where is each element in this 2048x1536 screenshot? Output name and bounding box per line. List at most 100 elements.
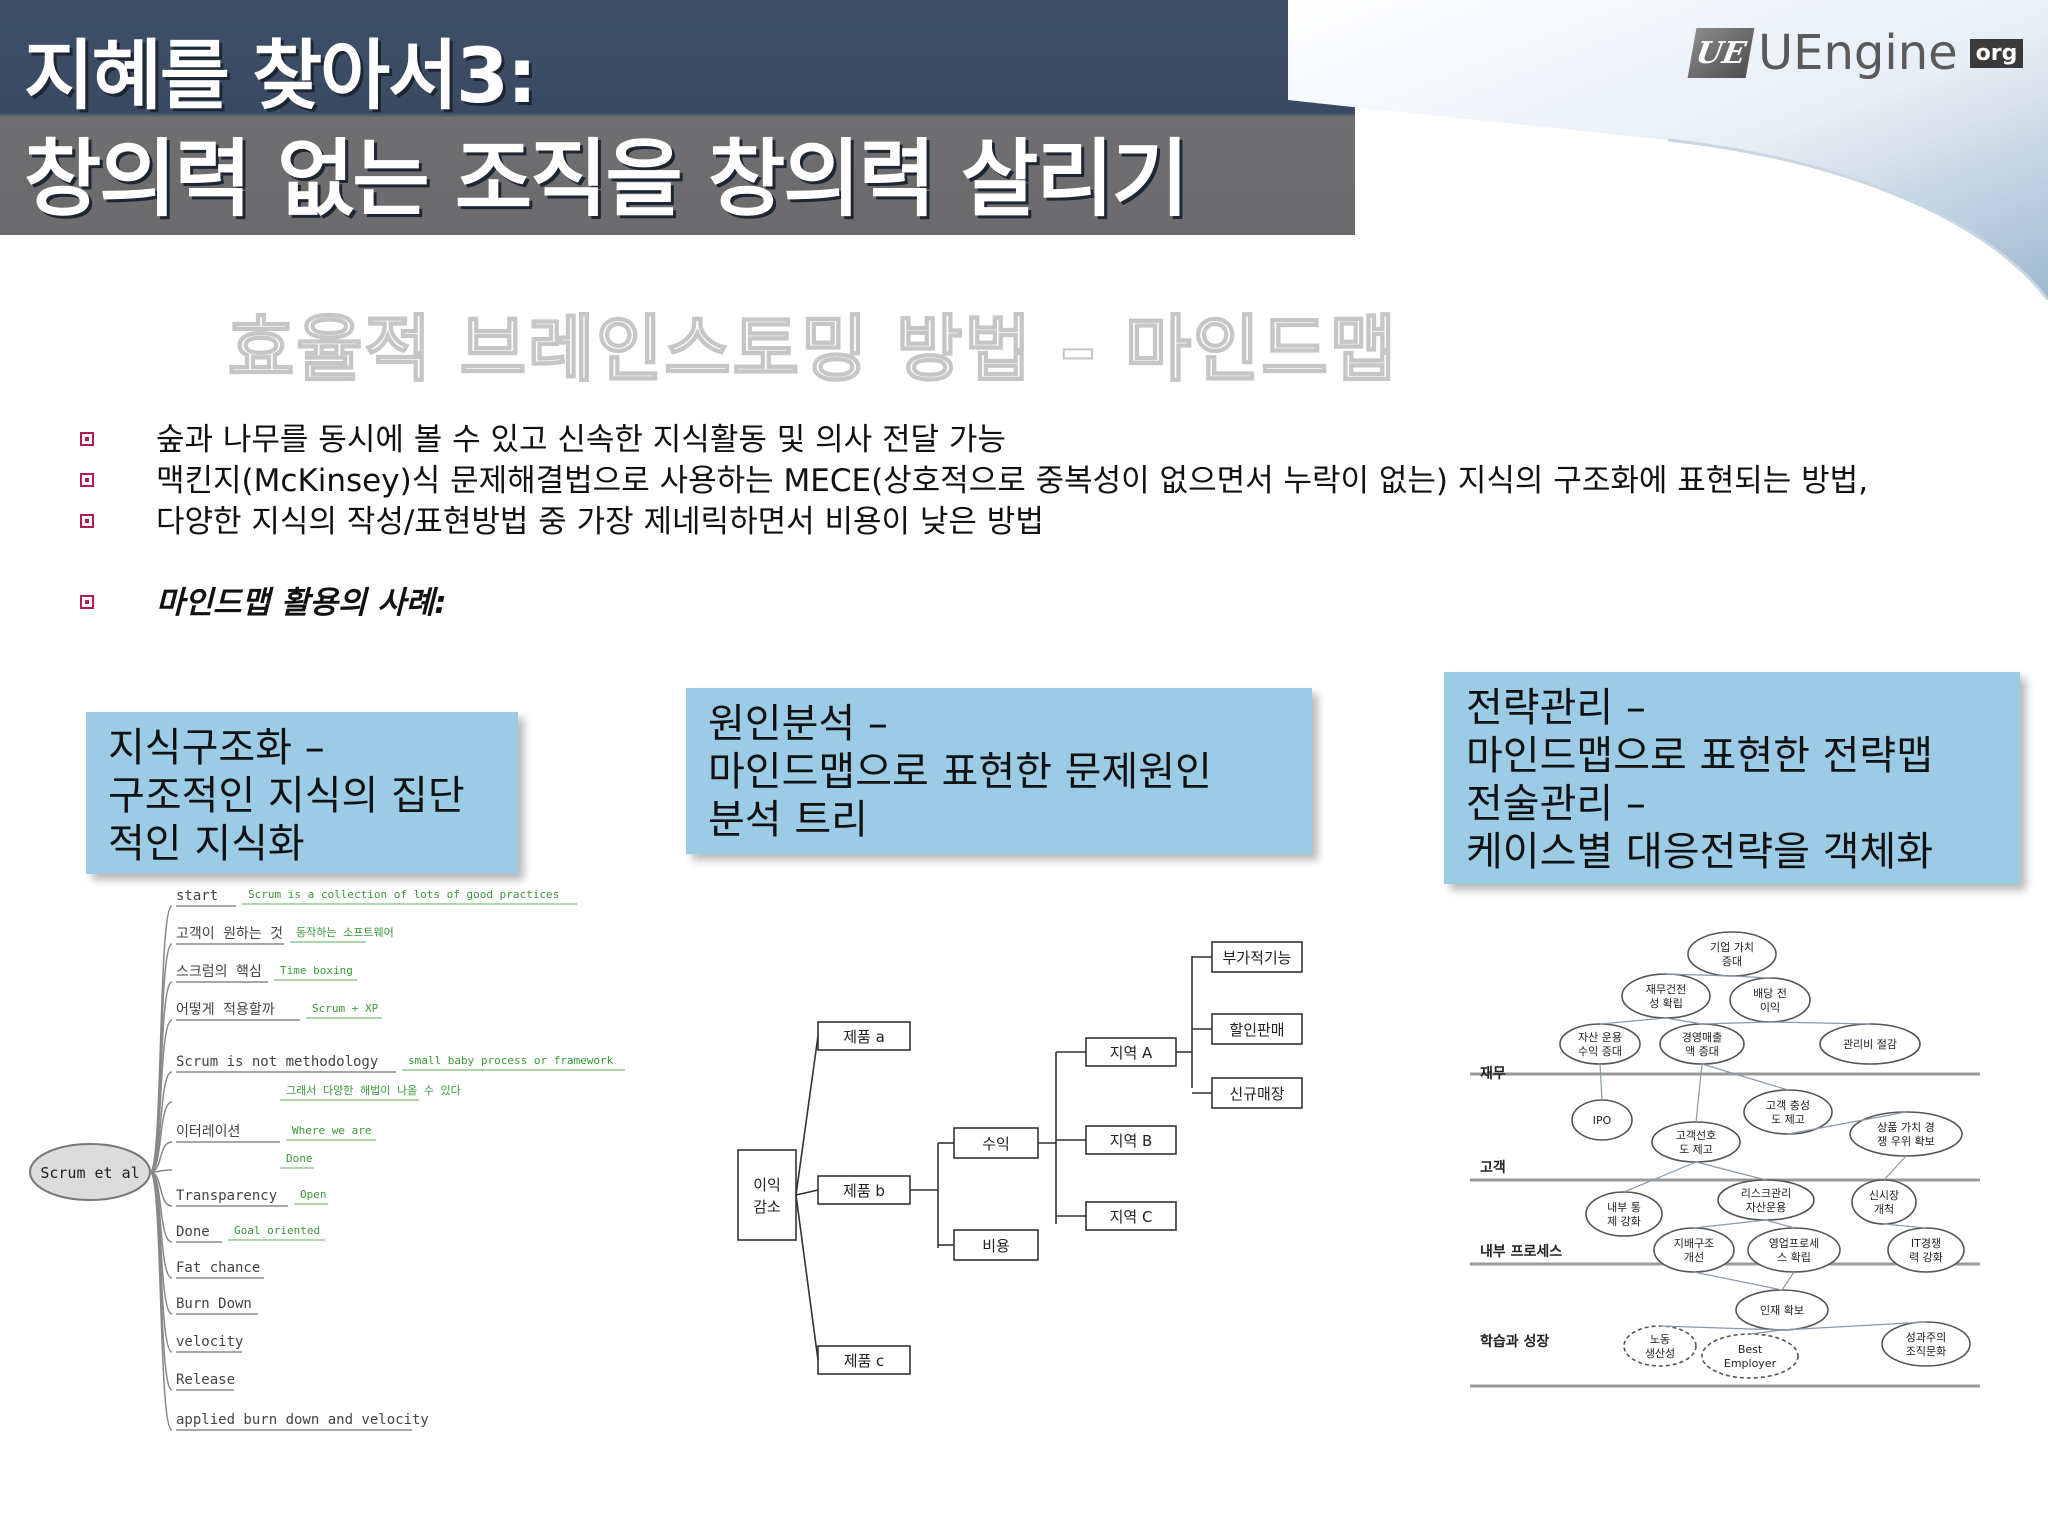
callout-line: 분석 트리 xyxy=(708,797,868,843)
mindmap-note: 그래서 다양한 해법이 나올 수 있다 xyxy=(286,1083,461,1097)
strategy-node-label: 력 강화 xyxy=(1909,1251,1943,1264)
strategy-node-label: 관리비 절감 xyxy=(1843,1038,1897,1051)
mindmap-branch-line xyxy=(149,1019,173,1173)
strategy-node-label: Employer xyxy=(1724,1357,1777,1370)
strategy-node-label: 스 확립 xyxy=(1777,1251,1811,1264)
strategy-link xyxy=(1693,1219,1767,1229)
callout-line: 지식구조화 – xyxy=(108,725,325,771)
strategy-link xyxy=(1781,1271,1795,1291)
mindmap-note: small baby process or framework xyxy=(408,1054,614,1067)
tree-revenue-label: 수익 xyxy=(982,1135,1010,1153)
tree-factor-label: 할인판매 xyxy=(1229,1021,1284,1039)
tree-root-label: 감소 xyxy=(753,1198,781,1216)
tree-connector xyxy=(795,1035,819,1196)
strategy-link xyxy=(1749,1329,1783,1335)
strategy-node-label: 리스크관리 xyxy=(1741,1187,1792,1200)
callout-line: 마인드맵으로 표현한 전략맵 xyxy=(1466,733,1934,779)
mindmap-branch-label: Done xyxy=(176,1224,210,1240)
mindmap-note: 동작하는 소프트웨어 xyxy=(296,925,394,939)
strategy-link xyxy=(1765,1219,1795,1229)
strategy-link xyxy=(1769,1021,1871,1025)
mindmap-branch-line xyxy=(149,1141,173,1173)
strategy-node-label: 영업프로세 xyxy=(1769,1237,1820,1250)
strategy-node xyxy=(1729,977,1811,1023)
bullet-item: 숲과 나무를 동시에 볼 수 있고 신속한 지식활동 및 의사 전달 가능 xyxy=(80,420,2010,461)
strategy-link xyxy=(1599,1017,1667,1025)
strategy-node-label: IPO xyxy=(1593,1114,1612,1127)
tree-region-label: 지역 A xyxy=(1110,1044,1153,1062)
mindmap-note: Done xyxy=(286,1152,313,1165)
callout-strategy-management: 전략관리 – 마인드맵으로 표현한 전략맵 전술관리 – 케이스별 대응전략을 … xyxy=(1444,672,2020,884)
mindmap-note: Time boxing xyxy=(280,964,353,977)
strategy-lane-label: 학습과 성장 xyxy=(1480,1333,1549,1350)
strategy-node xyxy=(1881,1321,1971,1367)
strategy-node xyxy=(1687,931,1777,977)
strategy-link xyxy=(1665,1017,1703,1025)
tree-root-label: 이익 xyxy=(753,1176,781,1194)
tree-connector xyxy=(795,1189,819,1196)
mindmap-branch-line xyxy=(149,1101,173,1173)
strategy-link xyxy=(1665,973,1733,977)
callout-cause-analysis: 원인분석 – 마인드맵으로 표현한 문제원인 분석 트리 xyxy=(686,688,1312,854)
strategy-node-label: 도 제고 xyxy=(1771,1113,1805,1126)
decorative-swoosh xyxy=(1288,0,2048,300)
callout-line: 전략관리 – xyxy=(1466,685,1646,731)
mindmap-branch-label: 어떻게 적용할까 xyxy=(176,1002,275,1018)
bullet-marker-icon xyxy=(80,473,94,487)
callout-line: 적인 지식화 xyxy=(108,821,305,867)
strategy-lane-label: 고객 xyxy=(1480,1159,1506,1176)
strategy-node xyxy=(1623,1325,1697,1367)
bullet-text: 숲과 나무를 동시에 볼 수 있고 신속한 지식활동 및 의사 전달 가능 xyxy=(156,422,1006,458)
tree-root-box xyxy=(737,1149,797,1241)
strategy-node-label: 증대 xyxy=(1722,955,1742,968)
strategy-node-label: 상품 가치 경 xyxy=(1877,1121,1935,1134)
strategy-node-label: IT경쟁 xyxy=(1911,1237,1941,1250)
strategy-node xyxy=(1559,1023,1641,1065)
strategy-node-label: 쟁 우위 확보 xyxy=(1877,1135,1935,1148)
strategy-node xyxy=(1851,1179,1917,1225)
tree-product-box xyxy=(817,1345,911,1375)
callout-knowledge-structuring: 지식구조화 – 구조적인 지식의 집단 적인 지식화 xyxy=(86,712,518,874)
mindmap-branch-label: start xyxy=(176,888,218,904)
bullet-item-example-heading: 마인드맵 활용의 사례: xyxy=(80,583,2010,624)
logo-mark: UE xyxy=(1687,28,1755,78)
strategy-link xyxy=(1599,1063,1603,1101)
strategy-link xyxy=(1695,1063,1703,1123)
strategy-node-label: 수익 증대 xyxy=(1578,1045,1622,1058)
bullet-item: 다양한 지식의 작성/표현방법 중 가장 제네릭하면서 비용이 낮은 방법 xyxy=(80,502,2010,543)
callout-line: 구조적인 지식의 집단 xyxy=(108,773,465,819)
mindmap-branch-label: Transparency xyxy=(176,1188,277,1204)
tree-product-label: 제품 a xyxy=(843,1028,885,1046)
strategy-link xyxy=(1781,1321,1927,1331)
section-subtitle: 효율적 브레인스토밍 방법 – 마인드맵 xyxy=(227,306,1398,392)
title-bar: 지혜를 찾아서3: 창의력 없는 조직을 창의력 살리기 xyxy=(0,0,1355,235)
strategy-node-label: 인재 확보 xyxy=(1760,1304,1804,1317)
mindmap-branch-label: applied burn down and velocity xyxy=(176,1412,429,1428)
strategy-node xyxy=(1887,1227,1965,1273)
mindmap-branch-label: Fat chance xyxy=(176,1260,260,1276)
mindmap-branch-label: Burn Down xyxy=(176,1296,252,1312)
bullet-text: 맥킨지(McKinsey)식 문제해결법으로 사용하는 MECE(상호적으로 중… xyxy=(156,463,1869,499)
strategy-node-label: 액 증대 xyxy=(1685,1045,1719,1058)
tree-factor-box xyxy=(1211,1077,1303,1109)
strategy-node-label: 이익 xyxy=(1760,1001,1780,1014)
strategy-lane-label: 재무 xyxy=(1480,1066,1506,1082)
strategy-node xyxy=(1621,973,1711,1019)
strategy-node-label: 개척 xyxy=(1874,1203,1894,1216)
strategy-node-label: 성 확립 xyxy=(1649,997,1683,1010)
mindmap-branch-label: 스크럼의 핵심 xyxy=(176,964,262,980)
tree-factor-box xyxy=(1211,1013,1303,1045)
tree-region-label: 지역 B xyxy=(1110,1132,1153,1150)
strategy-node xyxy=(1743,1089,1833,1135)
mindmap-branch-label: velocity xyxy=(176,1334,243,1350)
bullet-text: 다양한 지식의 작성/표현방법 중 가장 제네릭하면서 비용이 낮은 방법 xyxy=(156,504,1044,540)
uengine-logo: UE UEngine org xyxy=(1687,25,2024,81)
mindmap-branch-line xyxy=(149,1171,173,1431)
callout-line: 마인드맵으로 표현한 문제원인 xyxy=(708,749,1212,795)
mindmap-branch-label: Scrum is not methodology xyxy=(176,1054,378,1070)
callout-line: 케이스별 대응전략을 객체화 xyxy=(1466,829,1934,875)
callout-line: 전술관리 – xyxy=(1466,781,1646,827)
callout-line: 원인분석 – xyxy=(708,701,888,747)
tree-product-label: 제품 b xyxy=(843,1182,885,1200)
